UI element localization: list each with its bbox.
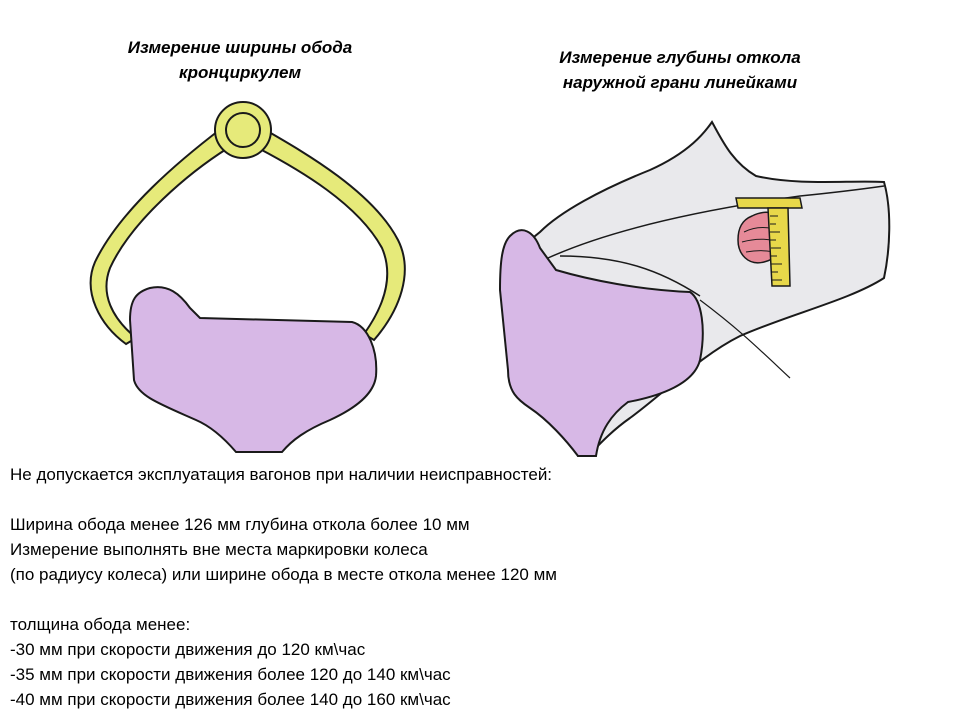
text-line-5: (по радиусу колеса) или ширине обода в м… — [10, 565, 557, 584]
rim-end-profile — [498, 229, 704, 457]
text-line-7: толщина обода менее: — [10, 615, 191, 634]
text-line-3: Ширина обода менее 126 мм глубина откола… — [10, 515, 470, 534]
ruler-vertical — [767, 207, 791, 287]
wheel-bottom-line — [699, 299, 791, 379]
caption-right-line-1: Измерение глубины откола — [559, 48, 801, 67]
text-line-10: -40 мм при скорости движения более 140 д… — [10, 690, 451, 709]
caption-caliper-measurement: Измерение ширины обода кронциркулем — [60, 35, 420, 85]
text-line-4: Измерение выполнять вне места маркировки… — [10, 540, 428, 559]
caliper-right-leg — [256, 126, 406, 342]
wheel-rim-illustration — [89, 101, 891, 457]
caliper-figure — [89, 101, 406, 453]
caption-left-line-1: Измерение ширины обода — [127, 38, 353, 57]
ruler-ticks — [770, 215, 782, 281]
text-line-9: -35 мм при скорости движения более 120 д… — [10, 665, 451, 684]
text-line-8: -30 мм при скорости движения до 120 км\ч… — [10, 640, 366, 659]
ruler-horizontal — [735, 197, 803, 209]
caption-spall-depth-measurement: Измерение глубины откола наружной грани … — [490, 45, 870, 95]
text-line-2 — [10, 487, 910, 512]
requirements-text: Не допускается эксплуатация вагонов при … — [10, 462, 910, 712]
wheel-face-line — [559, 255, 701, 297]
text-line-1: Не допускается эксплуатация вагонов при … — [10, 465, 553, 484]
wheel-segment-figure — [498, 120, 891, 457]
rim-profile — [128, 286, 378, 453]
text-line-6 — [10, 587, 910, 612]
caliper-pivot-inner — [225, 112, 261, 148]
caption-right-line-2: наружной грани линейками — [562, 73, 798, 92]
caption-left-line-2: кронциркулем — [178, 63, 302, 82]
